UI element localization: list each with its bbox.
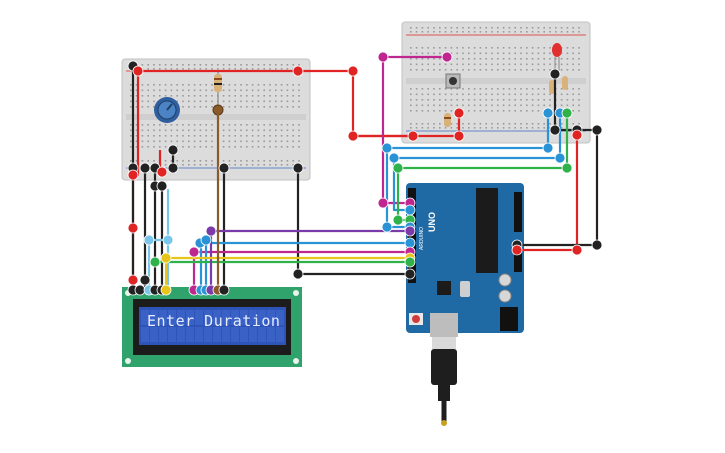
wire-endpoint-51[interactable] [511,244,523,256]
wire-endpoint-47[interactable] [591,239,603,251]
wire-endpoint-14[interactable] [167,162,179,174]
wire-endpoint-2[interactable] [292,65,304,77]
wire-endpoint-3[interactable] [347,65,359,77]
wire-endpoint-11[interactable] [127,169,139,181]
wire-endpoint-30[interactable] [441,51,453,63]
wire-endpoint-6[interactable] [453,130,465,142]
wire-endpoint-31[interactable] [377,197,389,209]
wire-endpoint-42[interactable] [561,107,573,119]
wire-endpoint-49[interactable] [571,244,583,256]
wire-endpoint-20[interactable] [143,234,155,246]
wire-endpoint-63[interactable] [404,268,416,280]
resistor-right[interactable] [444,113,451,127]
wire-endpoint-53[interactable] [139,274,151,286]
wire-endpoint-35[interactable] [381,221,393,233]
wire-endpoint-58[interactable] [404,225,416,237]
wire-endpoint-12[interactable] [156,166,168,178]
wire-endpoint-27[interactable] [160,252,172,264]
wire-endpoint-46[interactable] [591,124,603,136]
wire-endpoint-26[interactable] [149,256,161,268]
wire-endpoint-1[interactable] [132,65,144,77]
arduino-brand-label: ARDUINO [419,227,425,250]
wire-endpoint-52[interactable] [127,274,139,286]
wire-endpoint-4[interactable] [347,130,359,142]
wire-endpoint-5[interactable] [407,130,419,142]
wire-endpoint-21[interactable] [162,234,174,246]
wire-endpoint-39[interactable] [561,162,573,174]
wire-endpoint-65[interactable] [134,284,146,296]
wire-endpoint-33[interactable] [388,152,400,164]
wire-endpoint-55[interactable] [404,204,416,216]
wire-endpoint-48[interactable] [571,129,583,141]
breadboard-right[interactable] [401,21,591,144]
resistors-led[interactable] [549,76,568,94]
wire-endpoint-28[interactable] [292,268,304,280]
wire-endpoint-36[interactable] [392,214,404,226]
wire-endpoint-24[interactable] [200,234,212,246]
wire-endpoint-59[interactable] [404,237,416,249]
wire-black-13[interactable] [517,74,599,247]
wire-endpoint-15[interactable] [218,162,230,174]
usb-cable [431,337,457,426]
wire-endpoint-37[interactable] [542,142,554,154]
wire-endpoint-9[interactable] [139,162,151,174]
wire-endpoint-40[interactable] [542,107,554,119]
potentiometer[interactable] [154,97,180,123]
wire-endpoint-75[interactable] [218,284,230,296]
wire-endpoint-62[interactable] [404,256,416,268]
wire-endpoint-44[interactable] [549,124,561,136]
wire-endpoint-38[interactable] [554,152,566,164]
wire-endpoint-7[interactable] [453,107,465,119]
wire-endpoints [127,51,603,296]
lcd-16x2[interactable]: Enter Duration [122,287,302,367]
wire-endpoint-32[interactable] [381,142,393,154]
lcd-display-text: Enter Duration [147,312,280,330]
pushbutton[interactable] [445,73,461,89]
wire-endpoint-19[interactable] [127,222,139,234]
arduino-uno[interactable]: UNO ARDUINO [406,183,524,337]
wire-endpoint-34[interactable] [392,162,404,174]
arduino-model-label: UNO [427,212,437,232]
wire-endpoint-16[interactable] [292,162,304,174]
wire-endpoint-13[interactable] [167,144,179,156]
wire-endpoint-69[interactable] [160,284,172,296]
wire-endpoint-22[interactable] [188,246,200,258]
led-red[interactable] [552,43,562,73]
wire-endpoint-18[interactable] [156,180,168,192]
wire-endpoint-25[interactable] [205,225,217,237]
wire-endpoint-29[interactable] [377,51,389,63]
wire-endpoint-43[interactable] [549,68,561,80]
